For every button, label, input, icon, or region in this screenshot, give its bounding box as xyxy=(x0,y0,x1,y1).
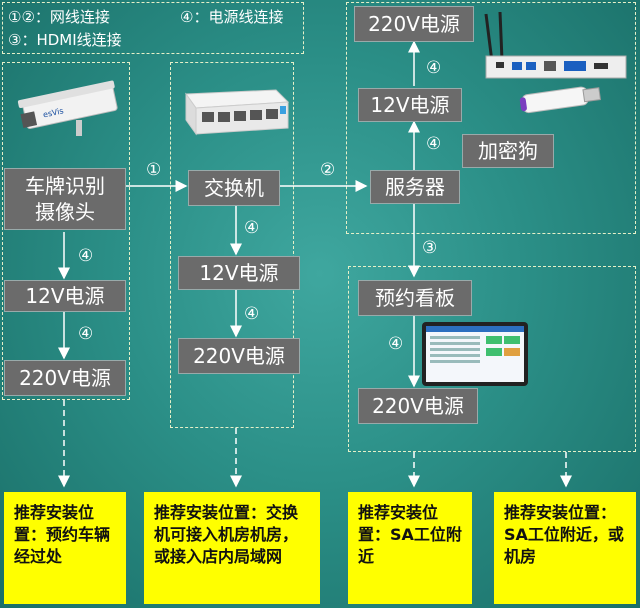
camera-box: 车牌识别 摄像头 xyxy=(4,168,126,230)
power-num-6: ④ xyxy=(426,134,442,154)
camera-image: esVis xyxy=(16,72,122,142)
switch-label: 交换机 xyxy=(204,176,264,200)
board-220v-label: 220V电源 xyxy=(372,394,464,418)
camera-zone-frame xyxy=(2,62,130,400)
power-num-2: ④ xyxy=(78,324,94,344)
power-num-7: ④ xyxy=(388,334,404,354)
power-num-1: ④ xyxy=(78,246,94,266)
server-220v-label: 220V电源 xyxy=(368,12,460,36)
switch-zone-frame xyxy=(170,62,294,428)
hdmi-num: ③ xyxy=(422,238,438,258)
switch-image xyxy=(180,72,292,138)
dongle-box: 加密狗 xyxy=(462,134,554,168)
legend-network: ①②：网线连接 xyxy=(8,8,110,26)
dongle-label: 加密狗 xyxy=(478,139,538,163)
camera-220v-power: 220V电源 xyxy=(4,360,126,396)
board-zone-frame xyxy=(348,266,636,452)
switch-220v-power: 220V电源 xyxy=(178,338,300,374)
power-num-5: ④ xyxy=(426,58,442,78)
server-12v-label: 12V电源 xyxy=(370,93,450,117)
server-box: 服务器 xyxy=(370,170,460,204)
server-label: 服务器 xyxy=(385,175,445,199)
usb-dongle-image xyxy=(516,84,606,114)
legend-hdmi: ③：HDMI线连接 xyxy=(8,31,122,49)
camera-label: 车牌识别 摄像头 xyxy=(25,174,105,224)
switch-12v-label: 12V电源 xyxy=(199,261,279,285)
power-num-4: ④ xyxy=(244,304,260,324)
camera-220v-label: 220V电源 xyxy=(19,366,111,390)
mini-pc-image xyxy=(482,11,632,82)
server-zone-frame xyxy=(346,2,636,234)
install-note-camera: 推荐安装位置：预约车辆经过处 xyxy=(4,492,126,604)
install-note-switch: 推荐安装位置：交换机可接入机房机房，或接入店内局域网 xyxy=(144,492,320,604)
link-num-2: ② xyxy=(320,160,336,180)
switch-12v-power: 12V电源 xyxy=(178,256,300,290)
board-label: 预约看板 xyxy=(375,286,455,310)
legend-power: ④：电源线连接 xyxy=(180,8,284,26)
switch-220v-label: 220V电源 xyxy=(193,344,285,368)
camera-12v-label: 12V电源 xyxy=(25,284,105,308)
board-220v-power: 220V电源 xyxy=(358,388,478,424)
camera-12v-power: 12V电源 xyxy=(4,280,126,312)
install-note-server: 推荐安装位置：SA工位附近，或机房 xyxy=(494,492,636,604)
board-box: 预约看板 xyxy=(358,280,472,316)
svg-text:esVis: esVis xyxy=(42,106,64,119)
power-num-3: ④ xyxy=(244,218,260,238)
board-tablet-image xyxy=(420,320,530,388)
legend-frame xyxy=(2,2,304,54)
switch-box: 交换机 xyxy=(188,170,280,206)
server-220v-power: 220V电源 xyxy=(354,6,474,42)
install-note-board: 推荐安装位置：SA工位附近 xyxy=(348,492,472,604)
link-num-1: ① xyxy=(146,160,162,180)
server-12v-power: 12V电源 xyxy=(358,88,462,122)
